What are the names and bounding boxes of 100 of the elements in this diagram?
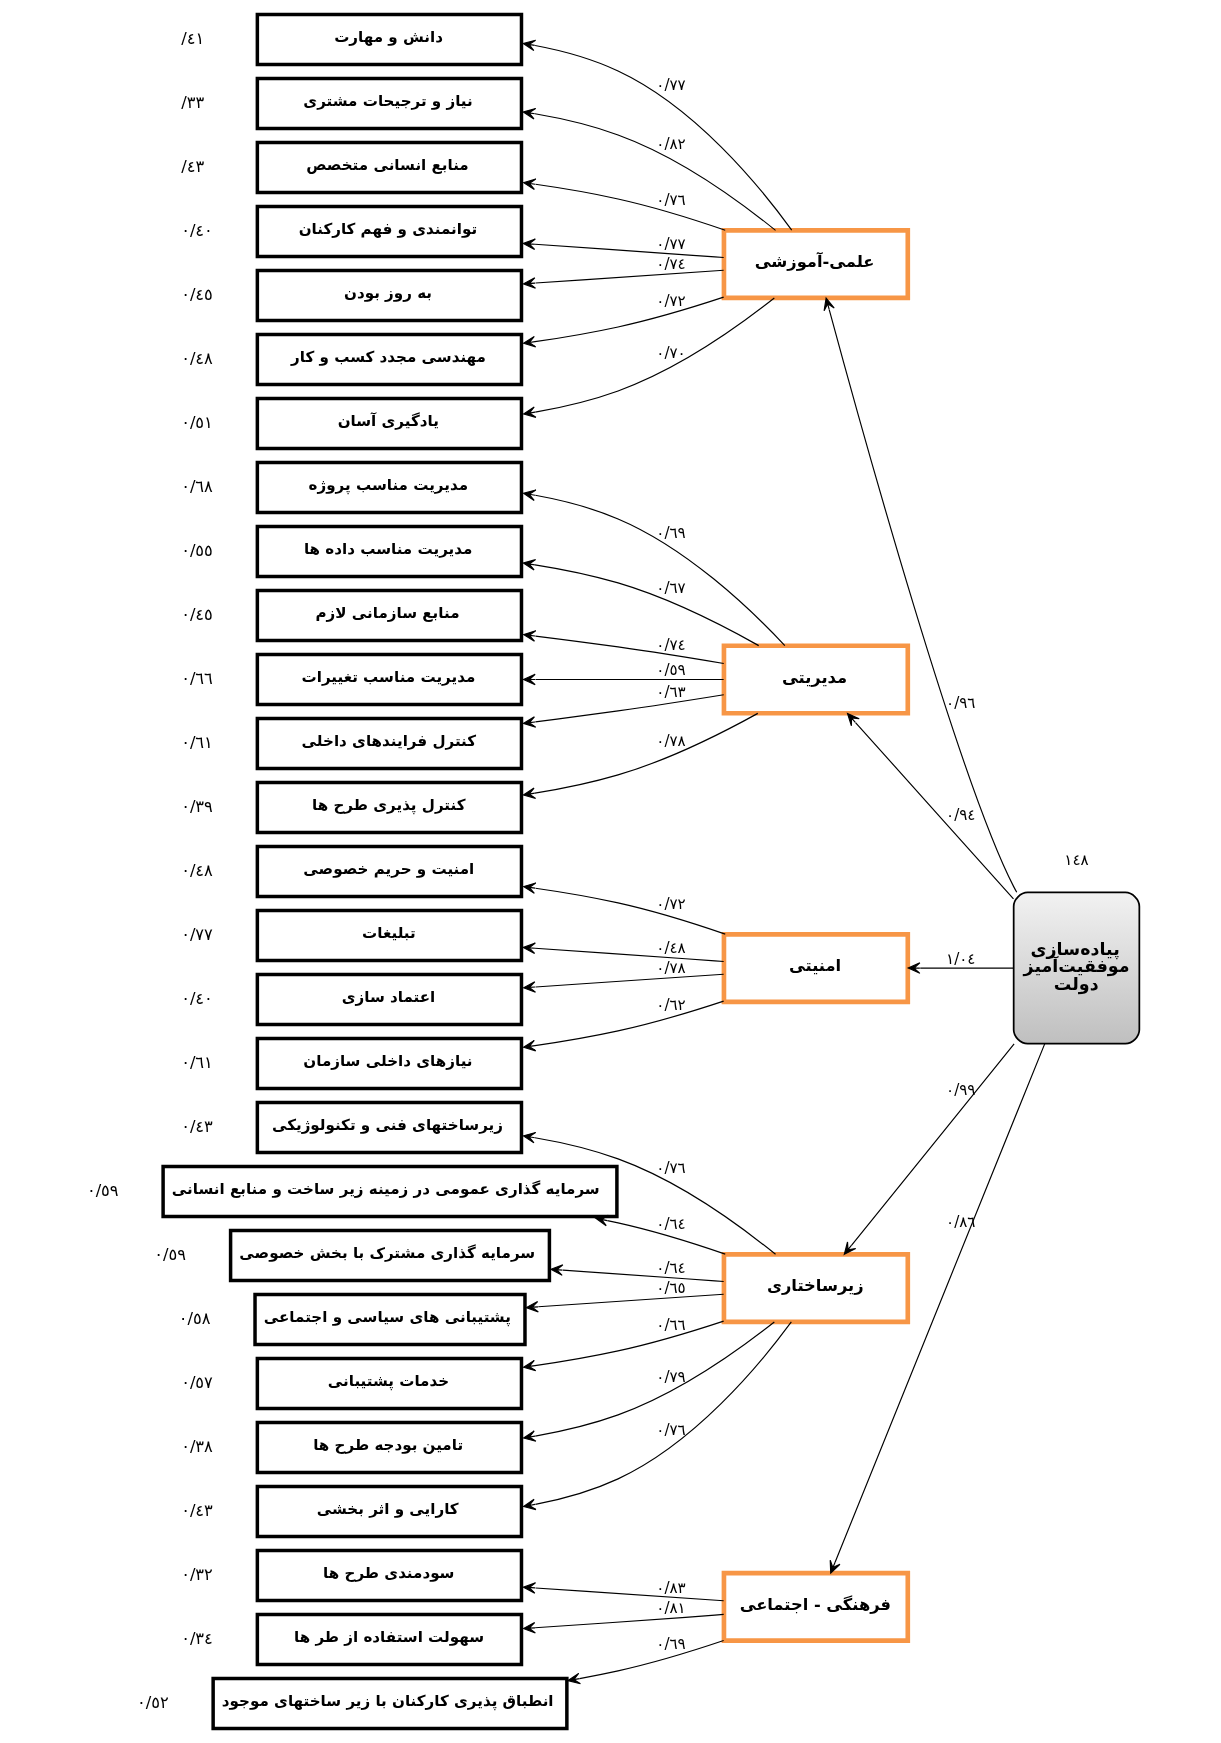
node-label: ٠/٤٣: [181, 1500, 213, 1520]
edge-label: ٠/٨٢: [656, 135, 686, 154]
edge-label: ٠/٧٦: [656, 191, 686, 210]
node-box: زیرساختاری: [721, 1252, 911, 1325]
node-box: امنیتی: [721, 932, 911, 1005]
edge-label: ٠/٩٩: [946, 1081, 976, 1100]
node-box: زیرساختهای فنی و تکنولوژیکی: [255, 1100, 524, 1155]
node-label: ٠/٤٨: [181, 860, 213, 880]
node-box: پیاده‌سازی موفقیت‌آمیز دولت: [1012, 891, 1141, 1045]
edge-label: ١/٠٤: [946, 949, 976, 968]
node-box: منابع انسانی متخصص: [255, 140, 524, 195]
edge-label: ٠/٧٦: [656, 1421, 686, 1440]
node-box: مدیریت مناسب پروژه: [255, 460, 524, 515]
node-box: به روز بودن: [255, 268, 524, 323]
edge-label: ٠/٧٠: [656, 343, 686, 362]
node-label: ٠/٥٩: [154, 1244, 187, 1264]
edge-label: ٠/٦٣: [656, 683, 686, 702]
edge-label: ٠/٦٦: [656, 1316, 686, 1335]
arrow: [843, 1043, 1015, 1255]
node-box: انطباق پذیری کارکنان با زیر ساختهای موجود: [211, 1676, 569, 1731]
arrow: [823, 297, 1018, 893]
edge-label: ٠/٦٤: [656, 1215, 686, 1234]
arrow: [522, 712, 759, 799]
node-label: ٠/٣٩: [181, 796, 213, 816]
arrow: [522, 108, 777, 231]
node-label: ٠/٧٧: [181, 924, 213, 944]
node-label: ٠/٥٢: [136, 1692, 169, 1712]
node-label: ٠/٥١: [181, 412, 213, 432]
arrow: [522, 1613, 725, 1634]
arrow: [523, 297, 775, 418]
node-label: /٤٣: [181, 156, 205, 176]
edge-label: ٠/٤٨: [656, 939, 686, 958]
arrow: [522, 39, 793, 231]
edge-label: ٠/٧٧: [656, 76, 686, 95]
node-label: ٠/٦٨: [181, 476, 213, 496]
node-box: نیاز و ترجیحات مشتری: [255, 76, 524, 131]
node-label: ٠/٥٩: [86, 1180, 119, 1200]
arrow: [522, 1131, 777, 1255]
node-label: ٠/٥٨: [178, 1308, 211, 1328]
arrow: [522, 238, 725, 259]
arrow: [522, 559, 760, 647]
edge-label: ٠/٨٣: [656, 1579, 686, 1598]
arrow: [567, 1639, 725, 1685]
edge-label: ٠/٩٤: [946, 805, 976, 824]
arrow: [522, 1321, 792, 1511]
arrow: [846, 713, 1015, 900]
arrow: [522, 489, 786, 647]
edge-label: ٠/٧٧: [656, 235, 686, 254]
edge-label: ٠/٧٦: [656, 1159, 686, 1178]
node-box: توانمندی و فهم کارکنان: [255, 204, 524, 259]
arrow: [522, 673, 725, 686]
node-box: خدمات پشتیبانی: [255, 1356, 524, 1411]
arrow: [550, 1264, 725, 1283]
label: ١٤٨: [1064, 850, 1089, 869]
edge-label: ٠/٧٢: [656, 895, 686, 914]
node-box: مدیریتی: [721, 643, 911, 716]
edge-label: ٠/٦٥: [656, 1279, 686, 1298]
node-box: دانش و مهارت: [255, 12, 524, 67]
edge-label: ٠/٦٧: [656, 578, 686, 597]
node-box: مدیریت مناسب تغییرات: [255, 652, 524, 707]
arrow: [907, 962, 1015, 974]
node-box: علمی-آموزشی: [721, 228, 911, 301]
node-label: ٠/٤٣: [181, 1116, 213, 1136]
node-box: سودمندی طرح ها: [255, 1548, 524, 1603]
arrow: [522, 630, 725, 665]
node-label: ٠/٦١: [181, 732, 213, 752]
node-label: ٠/٥٥: [181, 540, 213, 560]
node-box: تامین بودجه طرح ها: [255, 1420, 524, 1475]
edge-label: ٠/٧٩: [656, 1367, 686, 1386]
arrow: [522, 882, 726, 935]
node-box: منابع سازمانی لازم: [255, 588, 524, 643]
arrow: [523, 1321, 775, 1442]
node-label: ٠/٤٥: [181, 604, 213, 624]
edge-label: ٠/٦٩: [656, 1635, 686, 1654]
node-box: کارایی و اثر بخشی: [255, 1484, 524, 1539]
arrow: [829, 1043, 1046, 1574]
arrow: [595, 1214, 726, 1255]
arrow: [525, 1293, 725, 1313]
edge-label: ٠/٩٦: [946, 693, 976, 712]
node-box: تبلیغات: [255, 908, 524, 963]
node-box: پشتیبانی های سیاسی و اجتماعی: [253, 1292, 527, 1347]
node-box: اعتماد سازی: [255, 972, 524, 1027]
node-box: سرمایه گذاری مشترک با بخش خصوصی: [228, 1228, 552, 1283]
arrow: [522, 296, 725, 348]
node-label: /٣٣: [181, 92, 205, 112]
edge-label: ٠/٧٨: [656, 959, 686, 978]
arrow: [522, 694, 725, 728]
node-box: فرهنگی - اجتماعی: [721, 1570, 911, 1643]
node-label: ٠/٤٥: [181, 284, 213, 304]
arrow: [522, 269, 725, 289]
arrow: [522, 1000, 725, 1052]
edge-label: ٠/٧٨: [656, 732, 686, 751]
node-box: مهندسی مجدد کسب و کار: [255, 332, 524, 387]
node-label: ٠/٣٨: [181, 1436, 213, 1456]
arrow: [522, 973, 725, 993]
node-box: امنیت و حریم خصوصی: [255, 844, 524, 899]
edge-label: ٠/٧٤: [656, 255, 686, 274]
edge-label: ٠/٧٤: [656, 635, 686, 654]
node-label: ٠/٤٠: [181, 988, 213, 1008]
node-box: کنترل پذیری طرح ها: [255, 780, 524, 835]
